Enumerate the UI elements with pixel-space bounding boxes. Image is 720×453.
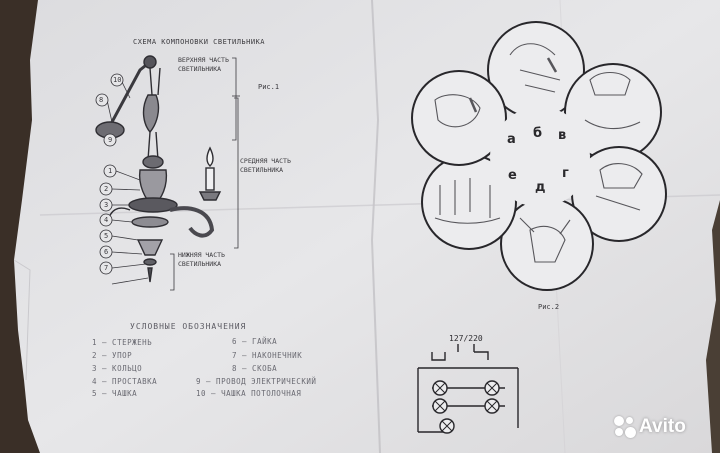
legend-item-5: 5 — ЧАШКА bbox=[92, 389, 138, 398]
figure-2-label: Рис.2 bbox=[538, 303, 560, 311]
avito-logo-icon bbox=[614, 416, 636, 438]
wiring-diagram bbox=[417, 344, 519, 434]
step-letter-g: г bbox=[562, 166, 569, 181]
legend-item-1: 1 — СТЕРЖЕНЬ bbox=[92, 338, 153, 347]
legend-item-6: 6 — ГАЙКА bbox=[232, 337, 278, 346]
step-letter-v: в bbox=[558, 128, 567, 143]
step-letter-d: д bbox=[535, 180, 546, 195]
label-upper-part: ВЕРХНЯЯ ЧАСТЬ СВЕТИЛЬНИКА bbox=[178, 56, 229, 73]
callout-1: 1 bbox=[108, 167, 113, 175]
label-middle-part: СРЕДНЯЯ ЧАСТЬ СВЕТИЛЬНИКА bbox=[240, 157, 291, 174]
label-lower-part: НИЖНЯЯ ЧАСТЬ СВЕТИЛЬНИКА bbox=[178, 251, 225, 268]
step-letter-a: а bbox=[507, 132, 516, 147]
callout-6: 6 bbox=[104, 248, 109, 256]
callout-3: 3 bbox=[104, 201, 109, 209]
legend-item-8: 8 — СКОБА bbox=[232, 364, 278, 373]
legend-item-3: 3 — КОЛЬЦО bbox=[92, 364, 143, 373]
legend-heading: УСЛОВНЫЕ ОБОЗНАЧЕНИЯ bbox=[130, 322, 247, 331]
avito-watermark: Avito bbox=[614, 416, 686, 438]
step-letter-b: б bbox=[533, 126, 543, 141]
callout-5: 5 bbox=[104, 232, 109, 240]
diagram-title: СХЕМА КОМПОНОВКИ СВЕТИЛЬНИКА bbox=[133, 38, 266, 46]
voltage-label: 127/220 bbox=[449, 334, 483, 343]
callout-4: 4 bbox=[104, 216, 109, 224]
callout-9: 9 bbox=[108, 136, 113, 144]
legend-item-4: 4 — ПРОСТАВКА bbox=[92, 377, 158, 386]
assembly-steps-flower bbox=[411, 21, 667, 291]
chandelier-drawing bbox=[95, 55, 240, 291]
callout-2: 2 bbox=[104, 185, 109, 193]
legend-item-9: 9 — ПРОВОД ЭЛЕКТРИЧЕСКИЙ bbox=[196, 377, 317, 386]
avito-text: Avito bbox=[639, 416, 686, 437]
callout-7: 7 bbox=[104, 264, 109, 272]
legend-item-10: 10 — ЧАШКА ПОТОЛОЧНАЯ bbox=[196, 389, 302, 398]
figure-1-label: Рис.1 bbox=[258, 83, 280, 91]
legend-item-7: 7 — НАКОНЕЧНИК bbox=[232, 351, 303, 360]
callout-10: 10 bbox=[113, 76, 122, 84]
step-letter-e: е bbox=[508, 168, 517, 183]
legend-item-2: 2 — УПОР bbox=[92, 351, 133, 360]
callout-8: 8 bbox=[99, 96, 104, 104]
